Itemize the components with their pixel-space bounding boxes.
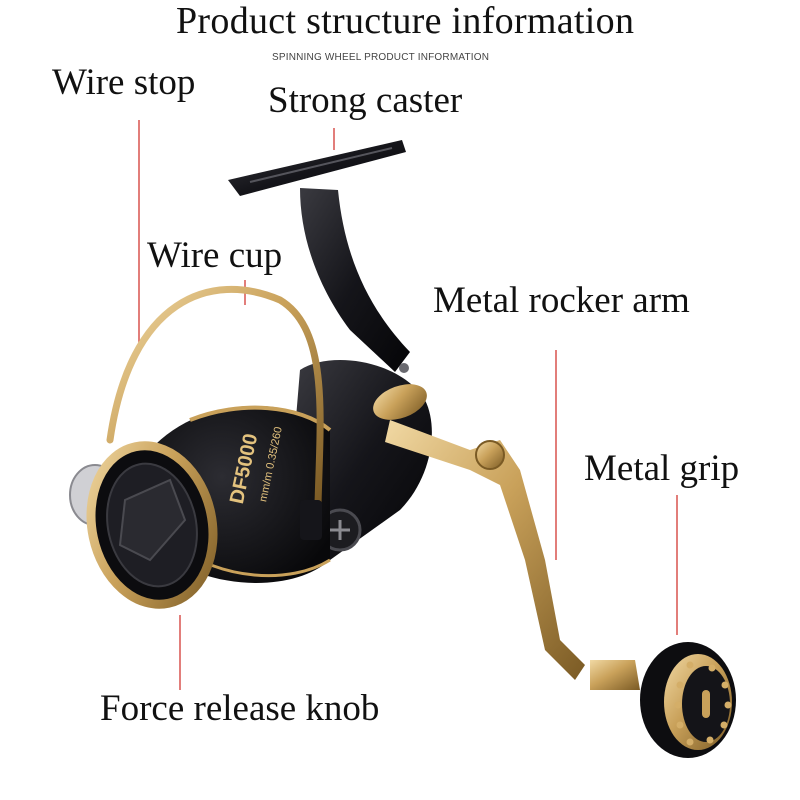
callout-wire-cup: Wire cup — [147, 235, 283, 276]
callout-metal-grip: Metal grip — [584, 448, 740, 489]
metal-grip — [590, 642, 736, 758]
callout-force-release-knob: Force release knob — [100, 688, 380, 729]
reel-foot — [228, 140, 410, 372]
callout-wire-stop: Wire stop — [52, 62, 196, 103]
page-title: Product structure information — [176, 0, 635, 42]
bail-wire — [106, 285, 324, 509]
leader-lines — [138, 120, 678, 690]
metal-rocker-arm — [385, 420, 585, 680]
screw-icon — [399, 363, 409, 373]
callout-strong-caster: Strong caster — [268, 80, 463, 121]
spool: DF5000 mm/m 0.35/260 — [69, 405, 332, 609]
page-subtitle: SPINNING WHEEL PRODUCT INFORMATION — [272, 52, 490, 63]
callout-metal-rocker-arm: Metal rocker arm — [433, 280, 690, 321]
